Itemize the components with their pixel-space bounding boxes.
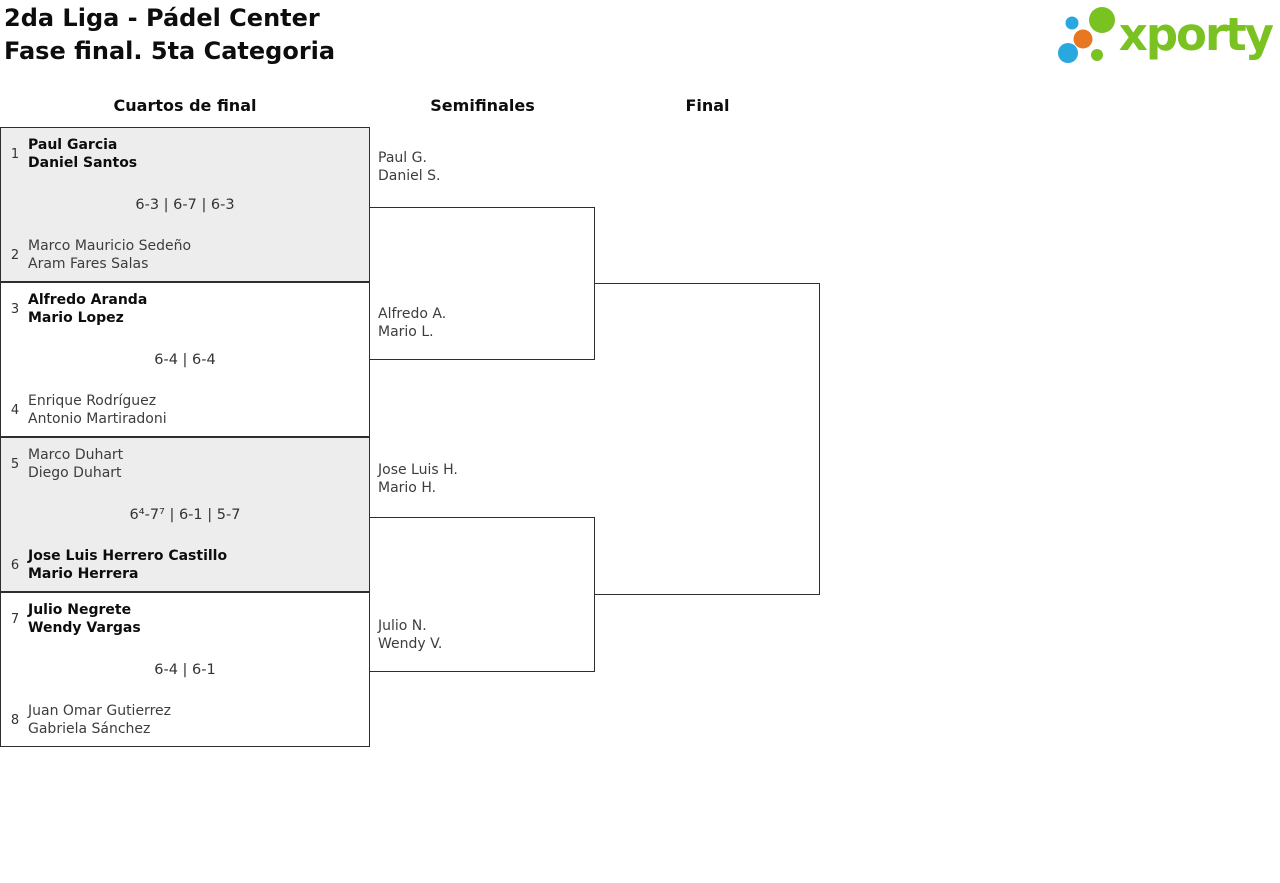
- player-name: Daniel S.: [378, 168, 441, 184]
- seed-number: 8: [10, 712, 20, 728]
- semifinal-2-team-2: Julio N. Wendy V.: [378, 617, 442, 653]
- semifinal-match-2-box: [369, 517, 595, 672]
- final-match-box: [595, 283, 820, 595]
- player-name: Diego Duhart: [28, 465, 122, 481]
- player-name: Paul G.: [378, 150, 427, 166]
- team-names: Jose Luis Herrero Castillo Mario Herrera: [28, 547, 227, 583]
- match-score: 6-3 | 6-7 | 6-3: [135, 196, 235, 213]
- team-row: 7 Julio Negrete Wendy Vargas: [1, 601, 369, 637]
- team-row: 1 Paul Garcia Daniel Santos: [1, 136, 369, 172]
- seed-number: 4: [10, 402, 20, 418]
- tournament-subtitle: Fase final. 5ta Categoria: [4, 37, 336, 65]
- player-name: Jose Luis Herrero Castillo: [28, 548, 228, 564]
- team-names: Alfredo Aranda Mario Lopez: [28, 291, 147, 327]
- team-row: 8 Juan Omar Gutierrez Gabriela Sánchez: [1, 702, 369, 738]
- quarterfinal-match-1: 1 Paul Garcia Daniel Santos 6-3 | 6-7 | …: [0, 127, 370, 282]
- semifinal-1-team-1: Paul G. Daniel S.: [378, 149, 440, 185]
- seed-number: 3: [10, 301, 20, 317]
- team-row: 2 Marco Mauricio Sedeño Aram Fares Salas: [1, 237, 369, 273]
- team-names: Juan Omar Gutierrez Gabriela Sánchez: [28, 702, 171, 738]
- player-name: Marco Duhart: [28, 447, 124, 463]
- player-name: Antonio Martiradoni: [28, 411, 167, 427]
- player-name: Jose Luis H.: [378, 462, 458, 478]
- team-names: Enrique Rodríguez Antonio Martiradoni: [28, 392, 167, 428]
- quarterfinal-match-4: 7 Julio Negrete Wendy Vargas 6-4 | 6-1 8…: [0, 592, 370, 747]
- player-name: Julio Negrete: [28, 602, 132, 618]
- team-row: 3 Alfredo Aranda Mario Lopez: [1, 291, 369, 327]
- team-names: Paul Garcia Daniel Santos: [28, 136, 137, 172]
- match-score: 6⁴-7⁷ | 6-1 | 5-7: [129, 506, 241, 523]
- player-name: Alfredo A.: [378, 306, 447, 322]
- player-name: Wendy Vargas: [28, 620, 141, 636]
- team-names: Marco Mauricio Sedeño Aram Fares Salas: [28, 237, 191, 273]
- team-names: Marco Duhart Diego Duhart: [28, 446, 123, 482]
- seed-number: 2: [10, 247, 20, 263]
- player-name: Gabriela Sánchez: [28, 721, 151, 737]
- player-name: Aram Fares Salas: [28, 256, 149, 272]
- player-name: Mario Lopez: [28, 310, 124, 326]
- seed-number: 5: [10, 456, 20, 472]
- seed-number: 6: [10, 557, 20, 573]
- xporty-logo: xporty: [1053, 2, 1274, 68]
- player-name: Paul Garcia: [28, 137, 118, 153]
- team-row: 4 Enrique Rodríguez Antonio Martiradoni: [1, 392, 369, 428]
- player-name: Enrique Rodríguez: [28, 393, 157, 409]
- xporty-logo-wordmark: xporty: [1118, 8, 1274, 61]
- player-name: Julio N.: [378, 618, 427, 634]
- tournament-title: 2da Liga - Pádel Center: [4, 4, 320, 32]
- xporty-logo-dots-icon: [1057, 7, 1115, 63]
- round-header-final: Final: [685, 96, 730, 115]
- team-row: 5 Marco Duhart Diego Duhart: [1, 446, 369, 482]
- seed-number: 7: [10, 611, 20, 627]
- team-names: Julio Negrete Wendy Vargas: [28, 601, 141, 637]
- player-name: Daniel Santos: [28, 155, 138, 171]
- round-header-quarterfinals: Cuartos de final: [113, 96, 257, 115]
- player-name: Alfredo Aranda: [28, 292, 148, 308]
- player-name: Mario L.: [378, 324, 434, 340]
- player-name: Marco Mauricio Sedeño: [28, 238, 192, 254]
- team-row: 6 Jose Luis Herrero Castillo Mario Herre…: [1, 547, 369, 583]
- semifinal-2-team-1: Jose Luis H. Mario H.: [378, 461, 458, 497]
- player-name: Wendy V.: [378, 636, 443, 652]
- quarterfinal-match-2: 3 Alfredo Aranda Mario Lopez 6-4 | 6-4 4…: [0, 282, 370, 437]
- player-name: Mario H.: [378, 480, 437, 496]
- match-score: 6-4 | 6-4: [154, 351, 216, 368]
- round-header-semifinals: Semifinales: [430, 96, 535, 115]
- match-score: 6-4 | 6-1: [154, 661, 216, 678]
- player-name: Mario Herrera: [28, 566, 139, 582]
- seed-number: 1: [10, 146, 20, 162]
- player-name: Juan Omar Gutierrez: [28, 703, 171, 719]
- semifinal-1-team-2: Alfredo A. Mario L.: [378, 305, 446, 341]
- quarterfinal-match-3: 5 Marco Duhart Diego Duhart 6⁴-7⁷ | 6-1 …: [0, 437, 370, 592]
- page-title: 2da Liga - Pádel Center Fase final. 5ta …: [4, 2, 335, 68]
- semifinal-match-1-box: [369, 207, 595, 360]
